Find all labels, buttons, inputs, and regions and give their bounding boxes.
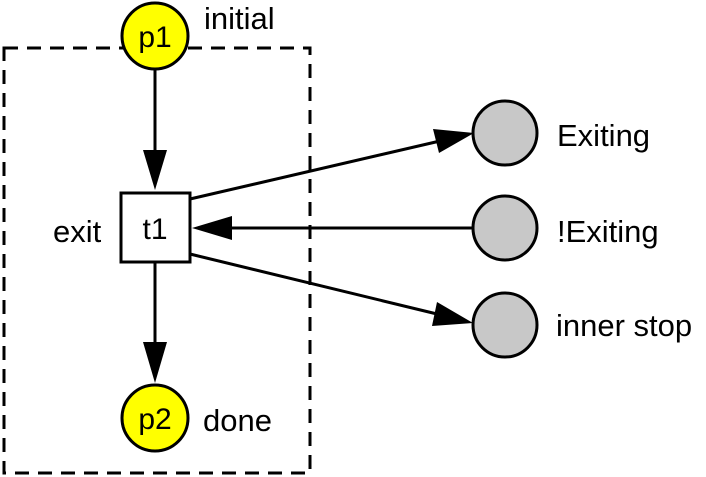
- arrowhead-t1-to-inner-stop: [432, 302, 473, 326]
- place-p1: p1: [120, 1, 190, 71]
- arrowhead-not-exiting-to-t1: [192, 216, 232, 240]
- transition-t1-label: exit: [53, 214, 102, 249]
- place-p1-circle: [120, 1, 190, 71]
- place-exiting: [471, 99, 539, 167]
- place-inner-stop-label: inner stop: [556, 308, 692, 343]
- transition-t1-name: t1: [142, 213, 167, 246]
- place-exiting-label: Exiting: [557, 118, 650, 153]
- place-inner-stop: [471, 291, 539, 359]
- arrowhead-t1-to-exiting: [433, 129, 474, 153]
- place-p1-label: initial: [204, 1, 275, 36]
- place-p2-label: done: [203, 403, 272, 438]
- place-not-exiting: [471, 194, 539, 262]
- place-p2-circle: [120, 383, 190, 453]
- arrowhead-t1-to-p2: [143, 342, 167, 383]
- place-not-exiting-label: !Exiting: [557, 214, 659, 249]
- transition-t1-box: [119, 191, 192, 264]
- arc-t1-to-exiting: [189, 139, 441, 201]
- place-p2: p2: [120, 383, 190, 453]
- transition-t1: t1: [119, 191, 192, 264]
- place-p2-name: p2: [138, 403, 171, 436]
- place-p1-name: p1: [138, 21, 171, 54]
- dashed-boundary-box: [2, 46, 312, 475]
- arc-t1-to-inner-stop: [189, 252, 438, 316]
- arrowhead-p1-to-t1: [143, 150, 167, 190]
